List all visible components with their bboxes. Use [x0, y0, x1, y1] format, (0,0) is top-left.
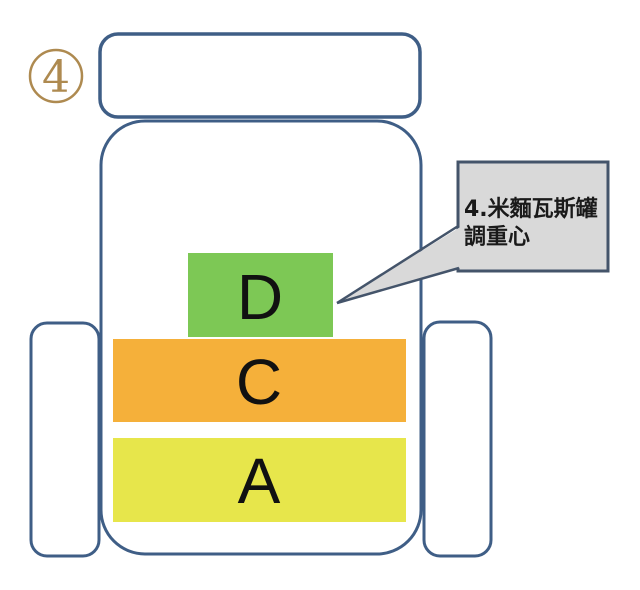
block-d-rect [188, 253, 333, 337]
block-a-label: A [238, 445, 281, 517]
block-d-label: D [237, 261, 283, 333]
callout: 4.米麵瓦斯罐 調重心 [336, 160, 610, 305]
left-side-pocket [29, 321, 101, 558]
right-side-pocket [422, 320, 493, 558]
callout-box [456, 160, 610, 273]
block-a: A [113, 438, 406, 522]
block-c-rect [113, 339, 406, 422]
block-d: D [188, 253, 333, 337]
step-badge-circle [28, 48, 84, 104]
block-c-label: C [236, 346, 282, 418]
callout-tail-upper-edge [336, 224, 460, 305]
block-a-rect [113, 438, 406, 522]
callout-tail-lower-edge [336, 266, 460, 305]
backpack-body [99, 119, 423, 556]
callout-text-line1: 4.米麵瓦斯罐 [464, 196, 598, 222]
block-c: C [113, 339, 406, 422]
step-badge-number: 4 [42, 52, 70, 103]
callout-text-line2: 調重心 [464, 224, 530, 250]
step-badge: 4 [28, 48, 84, 104]
backpack-lid [98, 32, 422, 119]
